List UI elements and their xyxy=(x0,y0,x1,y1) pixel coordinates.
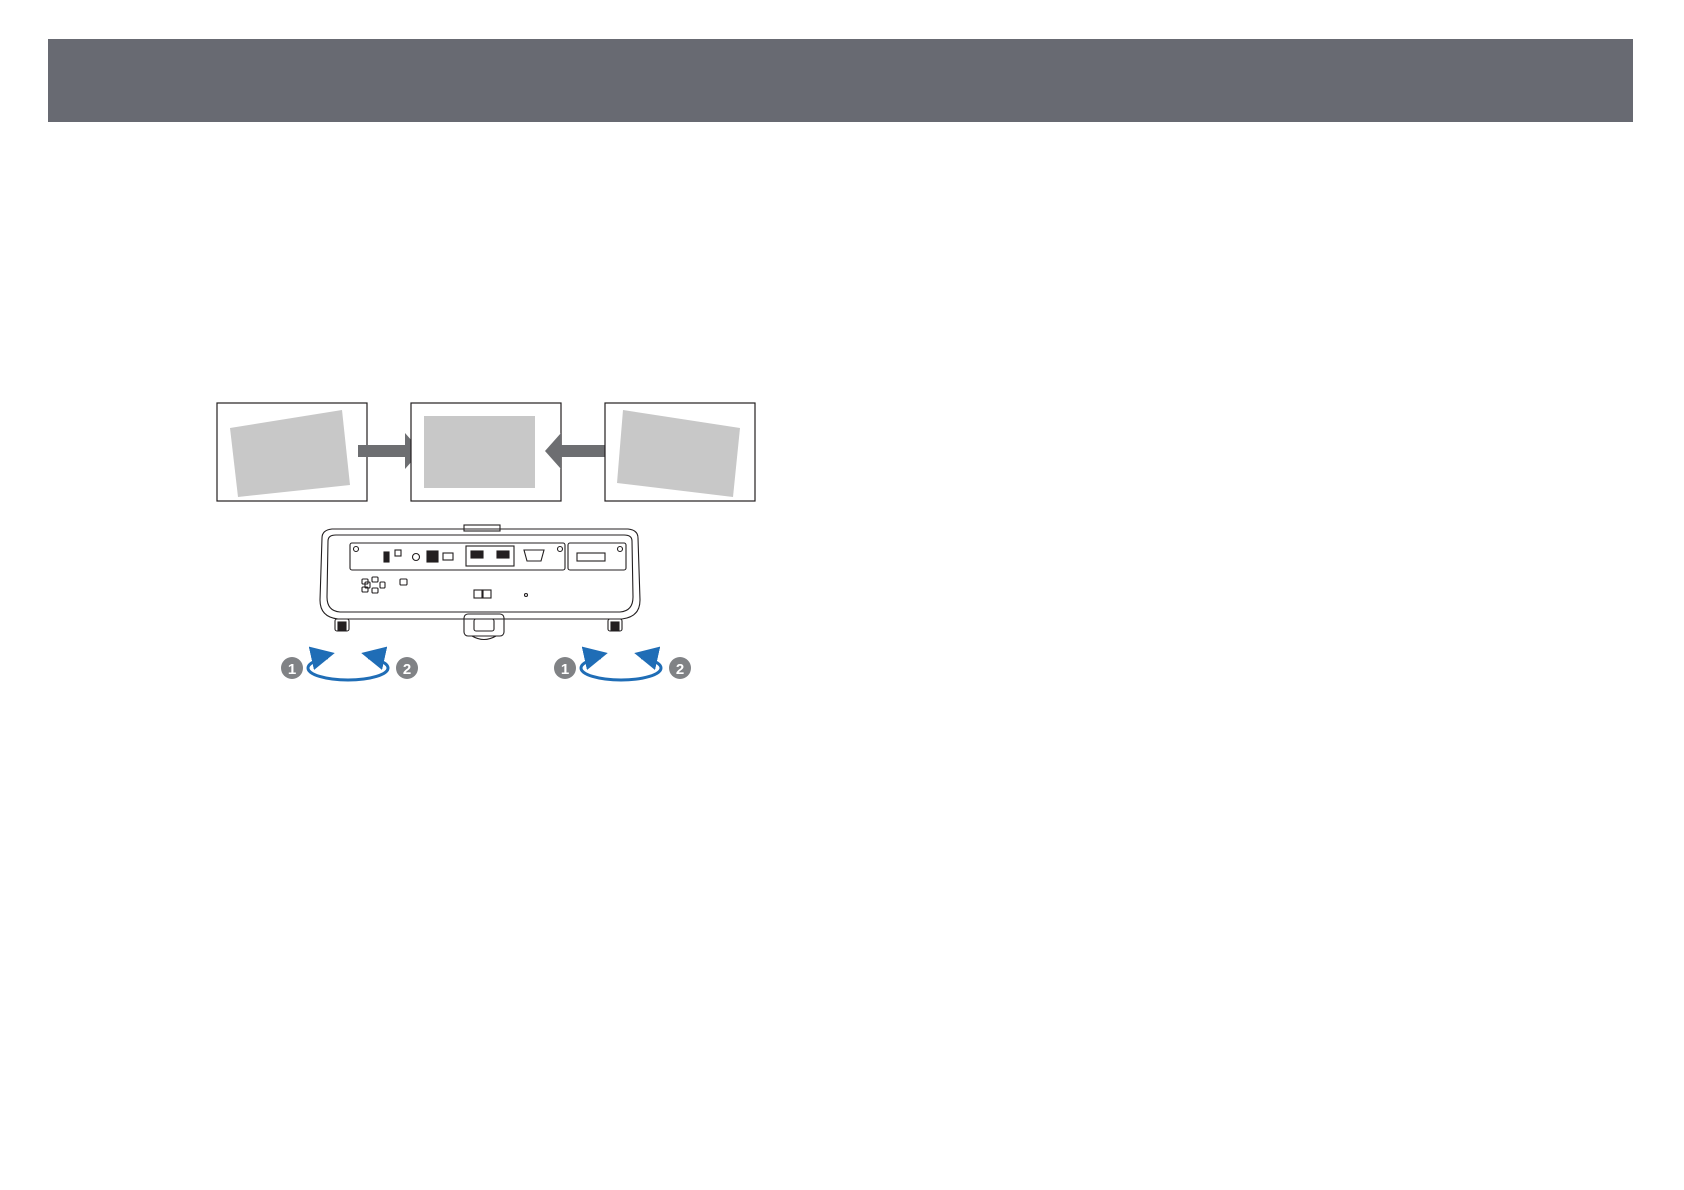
header-bar xyxy=(48,39,1633,122)
screen-panel-level xyxy=(411,403,561,501)
callout-left-1: 1 xyxy=(281,657,303,679)
foot-adjustment-figure: 1 2 1 2 xyxy=(210,395,770,715)
right-foot-rotation-arrow-icon xyxy=(581,653,661,680)
screen-panel-tilted-right xyxy=(605,403,755,501)
level-image xyxy=(424,416,535,488)
callout-left-2: 2 xyxy=(396,657,418,679)
left-foot-rotation-arrow-icon xyxy=(308,653,388,680)
svg-text:1: 1 xyxy=(561,661,569,678)
callout-right-1: 1 xyxy=(554,657,576,679)
screen-panel-tilted-left xyxy=(217,403,367,501)
svg-text:2: 2 xyxy=(676,661,684,678)
callout-right-2: 2 xyxy=(669,657,691,679)
projector-rear-illustration xyxy=(320,525,640,640)
figure-svg: 1 2 1 2 xyxy=(210,395,770,715)
svg-text:2: 2 xyxy=(403,661,411,678)
svg-text:1: 1 xyxy=(288,661,296,678)
